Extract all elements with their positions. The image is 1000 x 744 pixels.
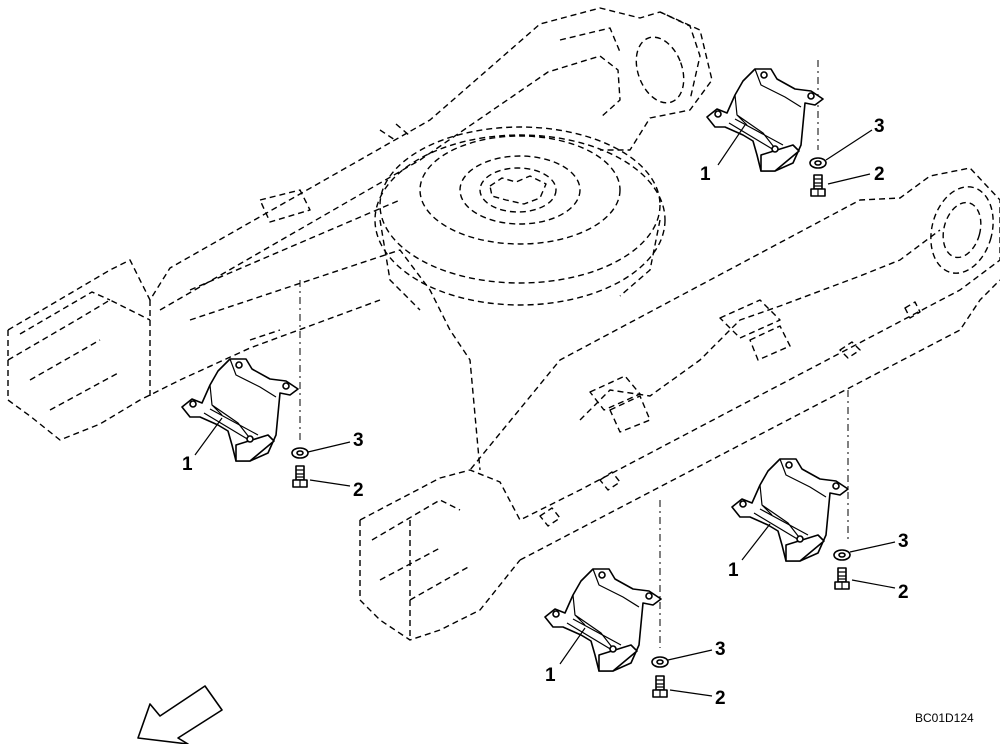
drawing-code: BC01D124 <box>915 711 974 725</box>
washer <box>291 447 309 459</box>
bolt <box>292 465 308 488</box>
callout-1: 1 <box>700 164 711 185</box>
washer <box>651 656 669 668</box>
callout-2: 2 <box>715 688 726 709</box>
callout-2: 2 <box>353 480 364 501</box>
bolt <box>834 567 850 590</box>
track-guide-bracket <box>544 568 662 672</box>
washer <box>809 157 827 169</box>
callout-1: 1 <box>728 560 739 581</box>
callout-2: 2 <box>898 582 909 603</box>
track-guide-bracket <box>731 458 849 562</box>
installation-guides <box>299 60 849 648</box>
callout-2: 2 <box>874 164 885 185</box>
track-guide-assembly-right: 1 3 2 <box>728 458 909 603</box>
track-guide-assembly-top-right: 1 3 2 <box>700 68 885 197</box>
track-guide-assembly-left: 1 3 2 <box>181 358 364 501</box>
callout-3: 3 <box>353 430 364 451</box>
callout-3: 3 <box>874 116 885 137</box>
front-direction-arrow-icon <box>137 685 223 744</box>
callout-1: 1 <box>182 454 193 475</box>
track-guide-assembly-bottom: 1 3 2 <box>544 568 726 709</box>
washer <box>833 549 851 561</box>
callout-1: 1 <box>545 665 556 686</box>
callout-3: 3 <box>898 531 909 552</box>
track-frame-phantom <box>7 7 1000 641</box>
bolt <box>810 174 826 197</box>
track-guide-bracket <box>181 358 299 462</box>
callout-3: 3 <box>715 639 726 660</box>
bolt <box>652 675 668 698</box>
